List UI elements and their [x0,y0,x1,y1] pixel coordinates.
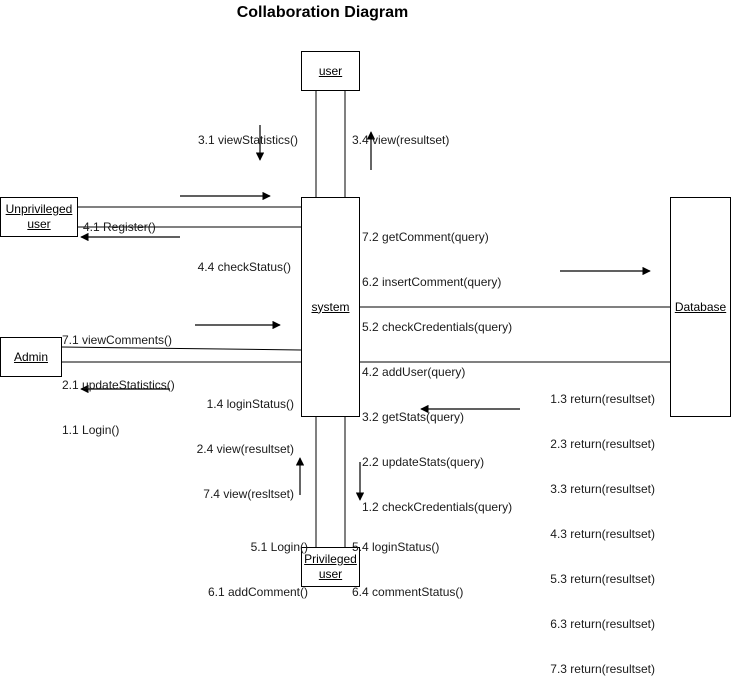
message-label: 1.2 checkCredentials(query) [362,500,513,514]
object-privileged-user: Privileged user [301,547,360,587]
message-label: 3.1 viewStatistics() [197,133,298,147]
message-label: 3.3 return(resultset) [550,482,655,496]
object-system: system [301,197,360,417]
object-admin: Admin [0,337,62,377]
message-label: 2.3 return(resultset) [550,437,655,451]
object-database: Database [670,197,731,417]
message-label: 4.4 checkStatus() [197,260,291,274]
msg-group-system-to-unprivileged: 4.4 checkStatus() [150,230,291,290]
msg-group-system-to-admin: 1.4 loginStatus() 2.4 view(resultset) 7.… [150,367,294,517]
message-label: 3.2 getStats(query) [362,410,465,424]
message-label: 1.1 Login() [62,423,120,437]
message-label: 6.2 insertComment(query) [362,275,502,289]
message-label: 4.2 addUser(query) [362,365,466,379]
message-label: 1.4 loginStatus() [206,397,294,411]
msg-group-system-to-user: 3.4 view(resultset) [352,103,449,163]
message-label: 5.4 loginStatus() [352,540,440,554]
message-label: 5.2 checkCredentials(query) [362,320,513,334]
connections [61,90,670,548]
message-label: 5.1 Login() [250,540,308,554]
message-label: 1.3 return(resultset) [550,392,655,406]
message-label: 7.3 return(resultset) [550,662,655,676]
message-label: 5.3 return(resultset) [550,572,655,586]
message-label: 2.4 view(resultset) [196,442,294,456]
message-label: 4.1 Register() [83,220,156,234]
message-label: 7.2 getComment(query) [362,230,489,244]
diagram-title: Collaboration Diagram [236,4,409,21]
message-label: 2.1 updateStatistics() [62,378,175,392]
message-label: 7.4 view(resltset) [203,487,294,501]
msg-group-system-to-privileged: 5.4 loginStatus() 6.4 commentStatus() [352,510,463,615]
msg-group-system-to-database: 7.2 getComment(query) 6.2 insertComment(… [362,200,512,530]
msg-group-unprivileged-to-system: 4.1 Register() [83,190,156,250]
object-user: user [301,51,360,91]
msg-group-privileged-to-system: 5.1 Login() 6.1 addComment() [180,510,308,615]
msg-group-user-to-system: 3.1 viewStatistics() [150,103,298,163]
object-unprivileged-user: Unprivileged user [0,197,78,237]
message-label: 3.4 view(resultset) [352,133,450,147]
message-label: 7.1 viewComments() [62,333,173,347]
message-label: 6.3 return(resultset) [550,617,655,631]
message-label: 6.4 commentStatus() [352,585,464,599]
message-label: 4.3 return(resultset) [550,527,655,541]
message-label: 6.1 addComment() [207,585,308,599]
msg-group-admin-to-system: 7.1 viewComments() 2.1 updateStatistics(… [62,303,175,453]
msg-group-database-to-system: 1.3 return(resultset) 2.3 return(results… [500,362,655,692]
message-label: 2.2 updateStats(query) [362,455,485,469]
link-admin-system-top [61,346,302,351]
